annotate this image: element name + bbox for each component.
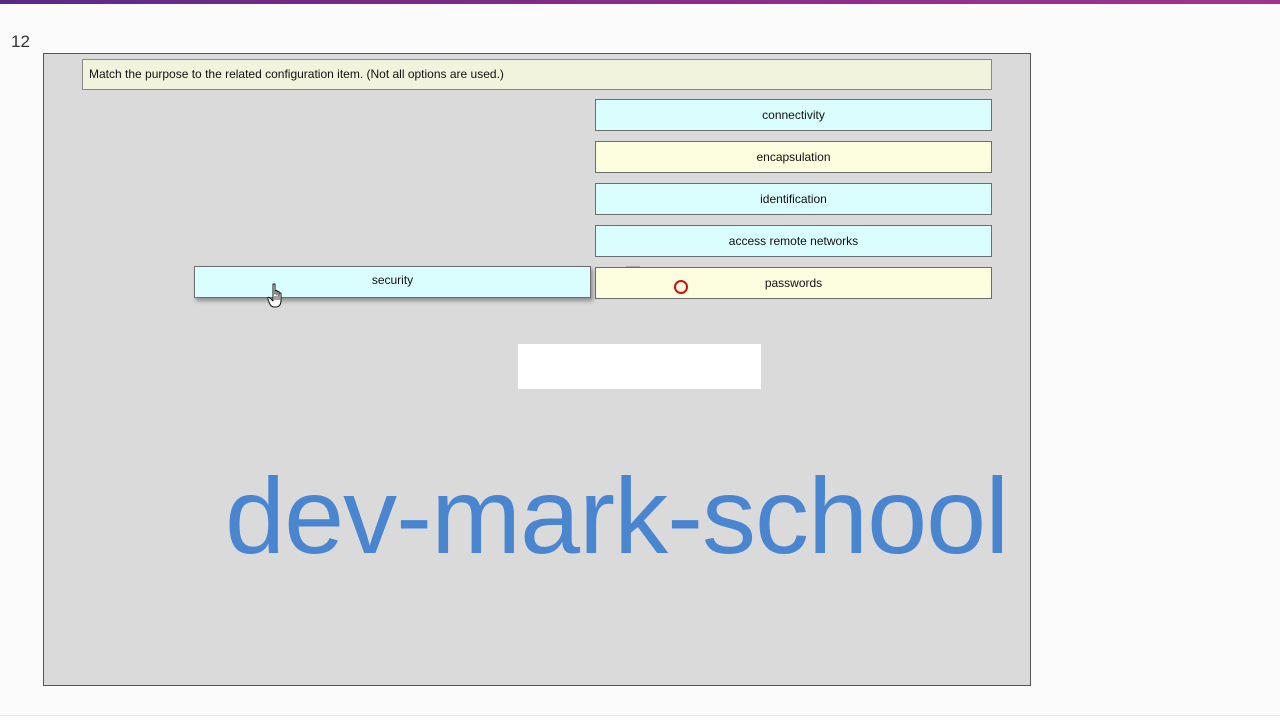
option-label: encapsulation [756, 150, 831, 164]
drag-ghost-outline [626, 266, 640, 272]
dragged-item-label: security [371, 273, 414, 287]
option-access-remote-networks[interactable]: access remote networks [595, 225, 992, 257]
hand-pointer-icon [267, 283, 282, 308]
top-accent-bar [0, 0, 1280, 4]
option-label: connectivity [762, 108, 825, 122]
drop-target-box[interactable] [518, 344, 761, 389]
drag-drop-workspace: Match the purpose to the related configu… [43, 53, 1031, 686]
target-circle-icon [674, 280, 688, 294]
option-label: access remote networks [728, 234, 859, 248]
option-encapsulation[interactable]: encapsulation [595, 141, 992, 173]
watermark-text: dev-mark-school [225, 455, 1009, 576]
option-label: identification [760, 192, 827, 206]
option-connectivity[interactable]: connectivity [595, 99, 992, 131]
option-passwords[interactable]: passwords [595, 267, 992, 299]
bottom-divider [0, 715, 1280, 716]
question-number: 12 [11, 32, 30, 51]
option-label: passwords [764, 276, 823, 290]
instruction-text: Match the purpose to the related configu… [82, 59, 992, 90]
dragged-item-security[interactable]: security [194, 266, 591, 298]
option-identification[interactable]: identification [595, 183, 992, 215]
